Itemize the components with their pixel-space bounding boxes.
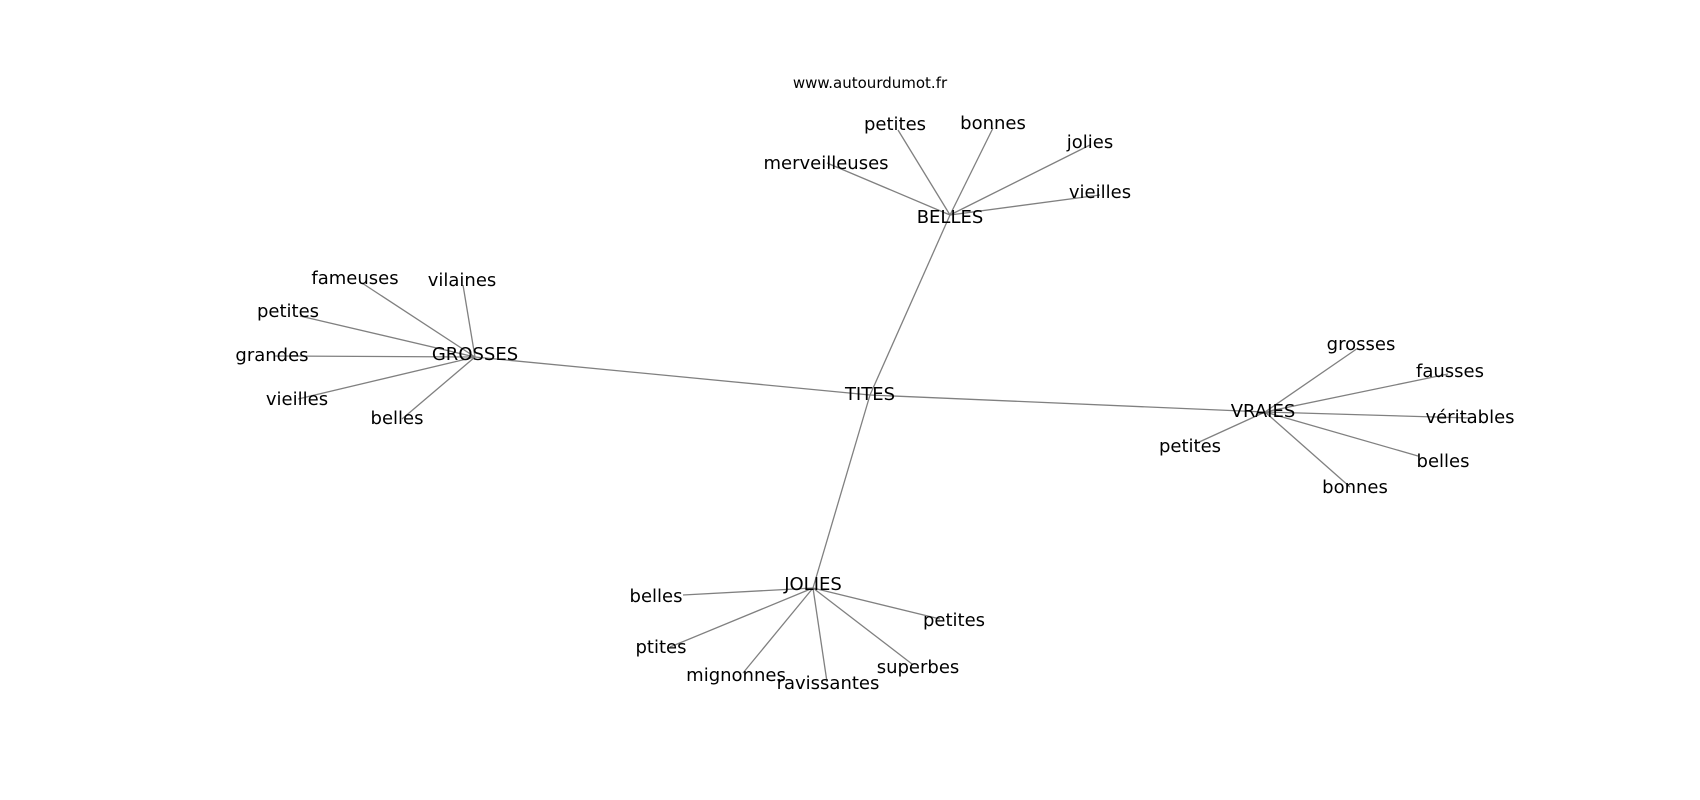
edge-jolies_hub-leaf-3 — [812, 587, 913, 665]
edge-jolies_hub-leaf-4 — [742, 587, 814, 674]
leaf-node-label: mignonnes — [686, 665, 786, 686]
edge-jolies_hub-leaf-5 — [812, 587, 828, 683]
edge-grosses_hub-leaf-5 — [401, 356, 476, 420]
edge-root-vraies_hub — [869, 394, 1266, 413]
hub-node-label: JOLIES — [783, 574, 842, 595]
edge-grosses_hub-leaf-2 — [299, 315, 476, 358]
edge-belles_hub-leaf-0 — [897, 129, 951, 216]
leaf-node-label: jolies — [1066, 132, 1113, 153]
leaf-node-label: fausses — [1416, 361, 1484, 382]
leaf-node-label: superbes — [877, 657, 960, 678]
leaf-node-label: petites — [864, 114, 926, 135]
edge-belles_hub-leaf-4 — [949, 194, 1101, 216]
hub-node-label: BELLES — [917, 207, 984, 228]
edge-vraies_hub-leaf-3 — [1196, 411, 1266, 444]
leaf-node-label: petites — [923, 610, 985, 631]
edge-jolies_hub-leaf-2 — [669, 587, 814, 648]
leaf-node-label: belles — [1417, 451, 1470, 472]
edge-root-jolies_hub — [812, 394, 871, 589]
edge-jolies_hub-leaf-0 — [682, 587, 814, 596]
edge-belles_hub-leaf-3 — [826, 162, 951, 216]
edge-grosses_hub-leaf-1 — [462, 284, 476, 358]
leaf-node-label: grandes — [235, 345, 308, 366]
hub-node-label: GROSSES — [432, 344, 518, 365]
edge-vraies_hub-leaf-4 — [1264, 411, 1419, 457]
edge-vraies_hub-leaf-1 — [1264, 373, 1449, 413]
leaf-node-label: bonnes — [960, 113, 1026, 134]
leaf-node-label: ptites — [636, 637, 687, 658]
leaf-node-label: véritables — [1425, 407, 1514, 428]
edge-belles_hub-leaf-1 — [949, 127, 994, 216]
leaf-node-label: belles — [630, 586, 683, 607]
edge-root-belles_hub — [869, 214, 951, 396]
edge-vraies_hub-leaf-2 — [1264, 411, 1471, 419]
edge-grosses_hub-leaf-4 — [297, 356, 476, 400]
leaf-node-label: ravissantes — [777, 673, 880, 694]
edge-belles_hub-leaf-2 — [949, 144, 1091, 216]
leaf-node-label: vieilles — [1069, 182, 1131, 203]
graph-labels: TITES BELLES petites bonnes jolies merveilleu… — [235, 113, 1514, 694]
edge-grosses_hub-leaf-0 — [361, 282, 476, 358]
edge-root-grosses_hub — [474, 356, 871, 396]
leaf-node-label: bonnes — [1322, 477, 1388, 498]
leaf-node-label: petites — [257, 301, 319, 322]
leaf-node-label: belles — [371, 408, 424, 429]
leaf-node-label: merveilleuses — [763, 153, 888, 174]
leaf-node-label: petites — [1159, 436, 1221, 457]
leaf-node-label: grosses — [1327, 334, 1396, 355]
leaf-node-label: fameuses — [311, 268, 398, 289]
hub-node-label: VRAIES — [1231, 401, 1296, 422]
edge-grosses_hub-leaf-3 — [274, 355, 476, 358]
edge-jolies_hub-leaf-1 — [812, 587, 941, 620]
root-node-label: TITES — [844, 384, 895, 405]
edge-vraies_hub-leaf-0 — [1264, 347, 1359, 413]
edge-vraies_hub-leaf-5 — [1264, 411, 1351, 488]
leaf-node-label: vieilles — [266, 389, 328, 410]
site-url: www.autourdumot.fr — [793, 74, 948, 92]
graph-edges — [274, 127, 1471, 683]
leaf-node-label: vilaines — [428, 270, 497, 291]
